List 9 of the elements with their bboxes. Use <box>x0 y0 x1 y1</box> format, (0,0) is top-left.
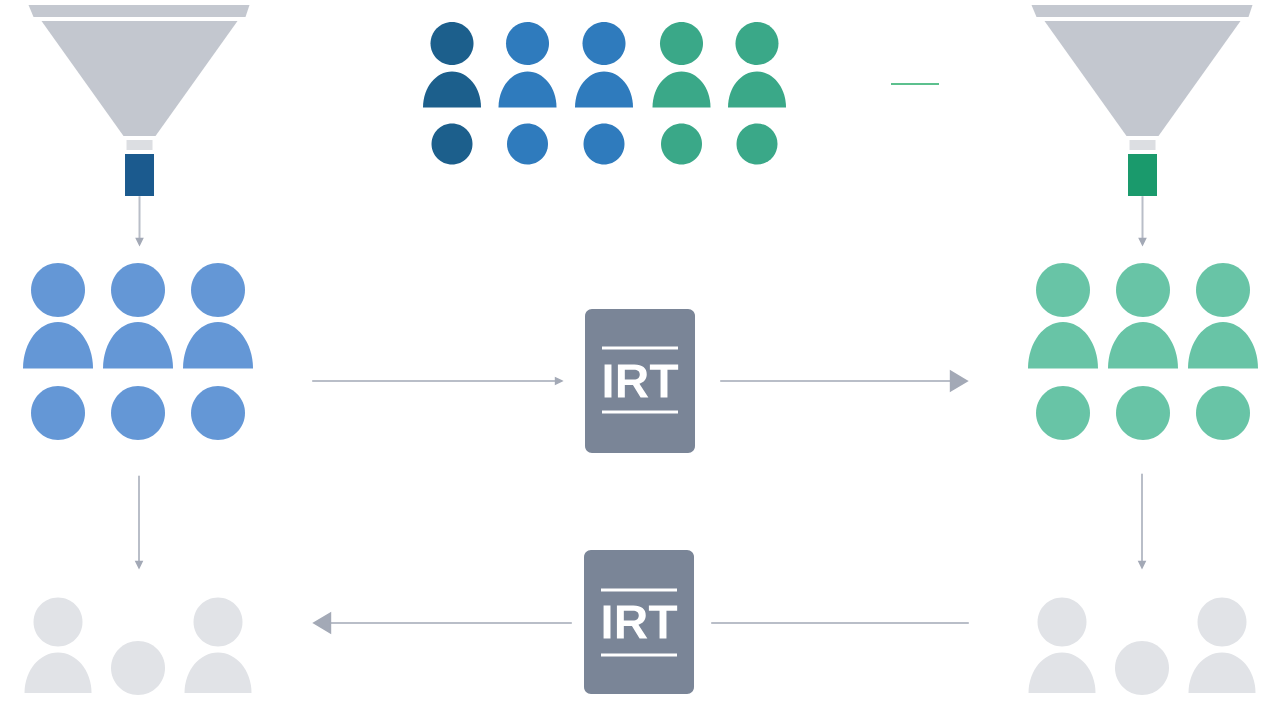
people-icon <box>24 597 252 695</box>
irt-box: IRT <box>584 550 694 694</box>
connector-line <box>710 622 970 624</box>
people-icon <box>1028 597 1256 695</box>
people-icon <box>23 263 253 440</box>
funnel-icon <box>1031 5 1253 196</box>
people-icon <box>1028 263 1258 440</box>
funnel-icon <box>28 5 250 196</box>
irt-box: IRT <box>585 309 695 453</box>
